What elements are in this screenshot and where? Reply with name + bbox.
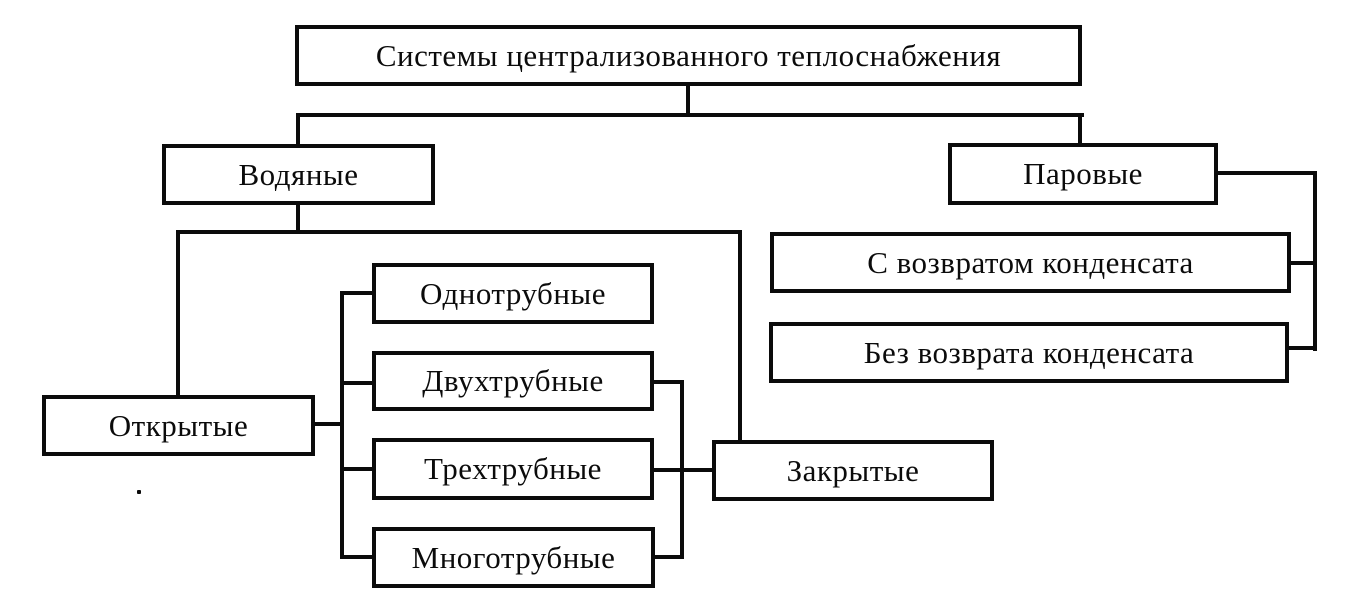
node-two-pipe: Двухтрубные — [372, 351, 654, 411]
node-closed-label: Закрытые — [786, 452, 920, 488]
connector-open-stub — [315, 422, 344, 426]
node-open: Открытые — [42, 395, 315, 456]
connector-with-return-stub — [1291, 261, 1317, 265]
node-multi-pipe: Многотрубные — [372, 527, 655, 588]
node-three-pipe: Трехтрубные — [372, 438, 654, 500]
node-open-label: Открытые — [108, 407, 249, 443]
connector-steam-stub — [1218, 171, 1317, 175]
connector-two-pipe-right-stub — [654, 380, 684, 384]
connector-root-spreader — [296, 113, 1084, 117]
node-without-condensate-return: Без возврата конденсата — [769, 322, 1289, 383]
connector-drop-open — [176, 230, 180, 395]
node-steam: Паровые — [948, 143, 1218, 205]
connector-drop-water — [296, 113, 300, 144]
connector-three-pipe-to-closed — [654, 468, 712, 472]
node-closed: Закрытые — [712, 440, 994, 501]
node-steam-label: Паровые — [1023, 156, 1143, 191]
node-systems-root-label: Системы централизованного теплоснабжения — [375, 37, 1002, 73]
node-with-condensate-return: С возвратом конденсата — [770, 232, 1291, 293]
connector-multi-pipe-right-stub — [655, 555, 684, 559]
node-three-pipe-label: Трехтрубные — [424, 451, 602, 486]
connector-without-return-stub — [1289, 346, 1317, 350]
node-with-condensate-return-label: С возвратом конденсата — [867, 244, 1194, 280]
node-single-pipe-label: Однотрубные — [420, 275, 606, 311]
connector-left-pipe-rail — [340, 291, 344, 559]
connector-two-pipe-left-stub — [340, 381, 372, 385]
connector-water-spreader — [176, 230, 742, 234]
connector-drop-steam — [1078, 113, 1082, 143]
node-multi-pipe-label: Многотрубные — [411, 539, 616, 575]
connector-single-pipe-stub — [340, 291, 372, 295]
node-two-pipe-label: Двухтрубные — [422, 363, 604, 398]
node-water-label: Водяные — [238, 156, 359, 192]
connector-water-stub — [296, 204, 300, 234]
node-without-condensate-return-label: Без возврата конденсата — [863, 334, 1195, 370]
node-water: Водяные — [162, 144, 435, 205]
connector-multi-pipe-left-stub — [340, 555, 372, 559]
connector-drop-closed — [738, 230, 742, 440]
node-systems-root: Системы централизованного теплоснабжения — [295, 25, 1082, 86]
node-single-pipe: Однотрубные — [372, 263, 654, 324]
connector-three-pipe-left-stub — [340, 467, 372, 471]
scan-artifact-dot — [137, 490, 141, 494]
connector-root-stub — [686, 85, 690, 117]
